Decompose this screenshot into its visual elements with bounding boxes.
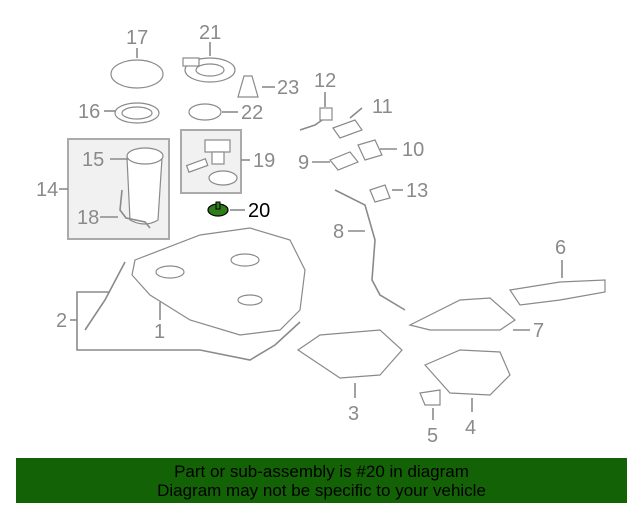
part-22[interactable] [188,103,222,121]
part-15[interactable] [126,147,164,225]
callout-22[interactable]: 22 [241,102,263,124]
callout-9[interactable]: 9 [298,152,309,174]
part-6[interactable] [508,279,606,306]
part-17[interactable] [110,59,164,89]
callout-10[interactable]: 10 [402,139,424,161]
part-5[interactable] [419,389,441,406]
part-13[interactable] [369,184,391,203]
callout-8[interactable]: 8 [333,221,344,243]
leader-lines [59,42,563,420]
callout-11[interactable]: 11 [372,96,393,118]
callout-15[interactable]: 15 [82,149,104,171]
banner-line-2: Diagram may not be specific to your vehi… [157,481,486,500]
part-12[interactable] [299,107,333,131]
part-2-strap[interactable] [84,261,126,331]
banner-line-1: Part or sub-assembly is #20 in diagram [174,462,469,481]
part-10[interactable] [357,139,383,161]
info-banner: Part or sub-assembly is #20 in diagram D… [16,458,627,503]
callout-3[interactable]: 3 [348,403,359,425]
callout-7[interactable]: 7 [533,320,544,342]
part-4[interactable] [423,349,511,396]
callout-1[interactable]: 1 [154,321,165,343]
part-11[interactable] [332,119,363,139]
part-19[interactable] [185,139,238,186]
callout-21[interactable]: 21 [199,22,221,44]
callout-6[interactable]: 6 [555,237,566,259]
callout-4[interactable]: 4 [465,417,476,439]
callout-14[interactable]: 14 [36,179,58,201]
callout-19[interactable]: 19 [253,150,275,172]
callout-16[interactable]: 16 [78,101,100,123]
callout-20[interactable]: 20 [248,200,270,222]
part-20[interactable] [207,201,229,217]
callout-2[interactable]: 2 [56,310,67,332]
part-21[interactable] [182,57,236,83]
part-16[interactable] [114,102,160,124]
part-18[interactable] [119,189,151,229]
callout-12[interactable]: 12 [314,70,336,92]
part-23[interactable] [237,75,259,98]
part-8[interactable] [334,189,406,311]
callout-5[interactable]: 5 [427,425,438,447]
part-3[interactable] [296,329,403,379]
part-1-fuel-tank[interactable] [131,227,306,336]
callout-18[interactable]: 18 [77,207,99,229]
part-7[interactable] [408,297,516,331]
part-9[interactable] [329,151,359,171]
callout-23[interactable]: 23 [277,77,299,99]
callout-13[interactable]: 13 [406,180,428,202]
callout-17[interactable]: 17 [126,27,148,49]
